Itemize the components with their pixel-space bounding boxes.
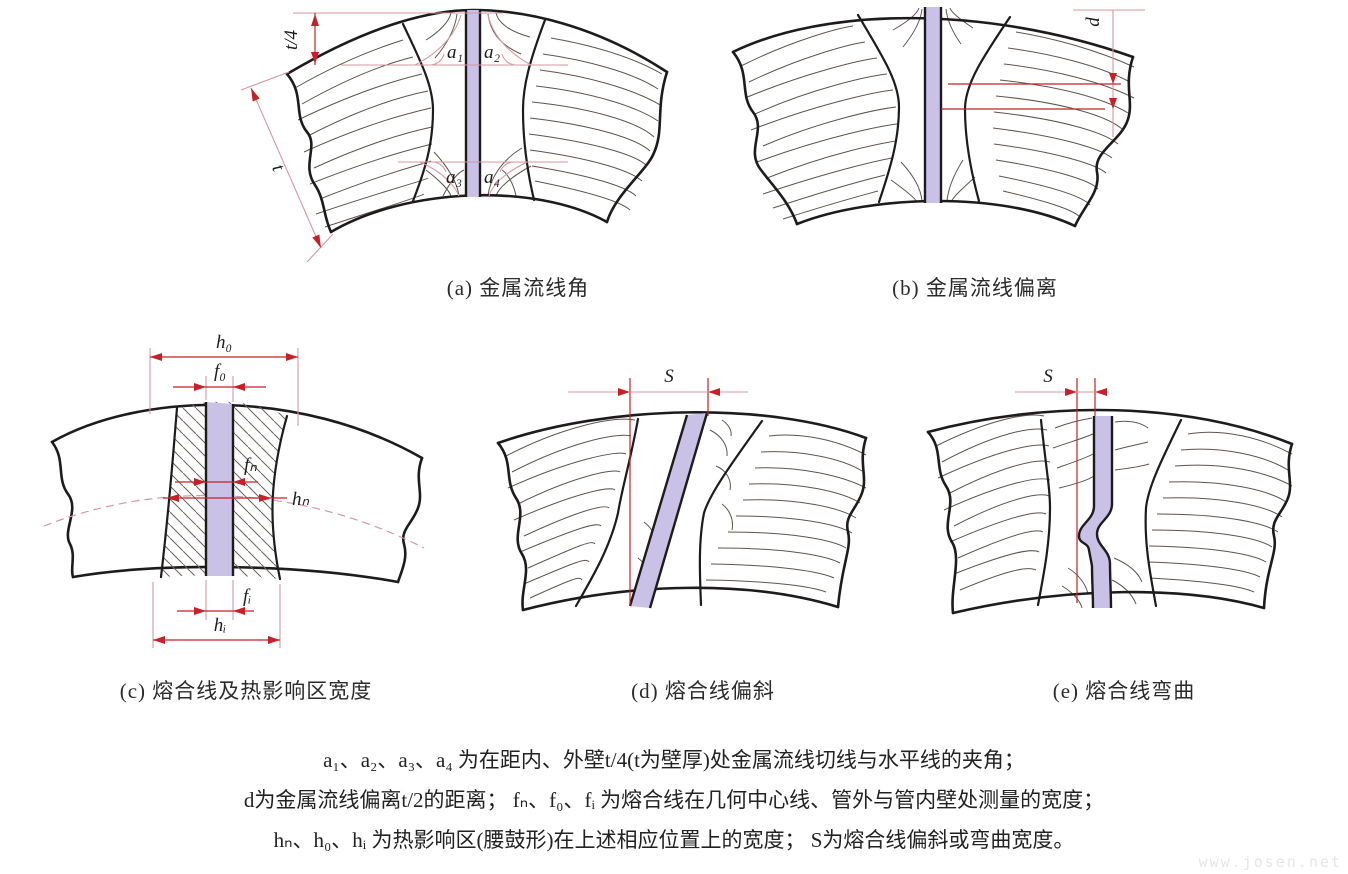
label-f0: f₀	[214, 361, 226, 382]
label-alpha3: a₃	[446, 167, 462, 188]
flow-lines-left	[294, 39, 433, 228]
label-s: S	[664, 366, 674, 387]
label-s: S	[1043, 366, 1053, 387]
dimension-fi: fᵢ	[177, 580, 254, 620]
pipe-wall-outline	[496, 411, 868, 612]
label-alpha4: a₄	[484, 167, 500, 188]
flow-lines-near-weld	[1052, 417, 1150, 609]
weld-seam	[464, 10, 482, 197]
figure-e-fusion-line-bend: S	[926, 366, 1294, 615]
caption-figure-b: (b) 金属流线偏离	[892, 276, 1058, 300]
dimension-hi: hᵢ	[152, 582, 281, 648]
dimension-hn: hₙ	[163, 489, 310, 510]
flow-lines-left	[740, 25, 898, 220]
label-fn: fₙ	[244, 455, 257, 476]
dimension-t-quarter: t/4	[281, 13, 319, 65]
dimension-f0: f₀	[173, 361, 266, 402]
figure-c-fusion-haz-width: h₀ f₀ fₙ hₙ fᵢ	[43, 332, 425, 648]
legend-line-2: d为金属流线偏离t/2的距离； fₙ、f₀、fᵢ 为熔合线在几何中心线、管外与管…	[243, 788, 1105, 812]
label-t-quarter: t/4	[281, 29, 302, 50]
angle-reference-lines	[293, 12, 568, 197]
figure-d-fusion-line-skew: S	[496, 366, 868, 612]
pipe-wall-outline	[926, 408, 1294, 615]
watermark-text: www.josen.net	[1198, 853, 1342, 871]
caption-figure-e: (e) 熔合线弯曲	[1052, 679, 1196, 703]
flow-lines-right	[705, 434, 867, 593]
dimension-fn: fₙ	[175, 455, 258, 486]
dimension-bend-s: S	[1015, 366, 1108, 603]
dimension-h0: h₀	[149, 332, 299, 426]
figure-b-flow-line-deviation: d	[731, 7, 1145, 228]
label-hn: hₙ	[292, 489, 310, 510]
weld-seam-bent	[1077, 416, 1114, 609]
haz-boundaries	[159, 406, 289, 581]
label-alpha1: a₁	[447, 42, 463, 63]
flow-lines-right	[528, 37, 663, 211]
label-h0: h₀	[216, 332, 232, 353]
weld-seam	[204, 402, 235, 576]
caption-figure-d: (d) 熔合线偏斜	[631, 679, 775, 703]
legend-line-1: a₁、a₂、a₃、a₄ 为在距内、外壁t/4(t为壁厚)处金属流线切线与水平线的…	[323, 748, 1025, 772]
legend-notes: a₁、a₂、a₃、a₄ 为在距内、外壁t/4(t为壁厚)处金属流线切线与水平线的…	[0, 740, 1348, 860]
weld-seam	[923, 7, 943, 203]
fusion-lines	[1036, 418, 1183, 608]
dimension-skew-s: S	[568, 366, 748, 606]
pipe-wall-outline	[731, 16, 1135, 228]
label-fi: fᵢ	[243, 586, 251, 607]
legend-line-3: hₙ、h₀、hᵢ 为热影响区(腰鼓形)在上述相应位置上的宽度； S为熔合线偏斜或…	[273, 828, 1075, 852]
label-alpha2: a₂	[484, 42, 501, 63]
figure-a-flow-line-angle: t/4 t a₁ a₂ a₃ a₄	[240, 8, 669, 263]
flow-lines-left	[935, 414, 1051, 591]
weld-seam-skewed	[628, 412, 709, 609]
label-hi: hᵢ	[214, 615, 227, 636]
flow-lines-right	[1147, 431, 1293, 593]
dimension-wall-thickness-t: t	[240, 71, 334, 263]
flow-lines-left	[505, 418, 636, 599]
label-d: d	[1083, 17, 1104, 27]
dimension-deviation-d: d	[941, 9, 1145, 137]
fusion-lines	[401, 18, 547, 203]
caption-figure-c: (c) 熔合线及热影响区宽度	[119, 679, 373, 703]
caption-figure-a: (a) 金属流线角	[446, 276, 590, 300]
